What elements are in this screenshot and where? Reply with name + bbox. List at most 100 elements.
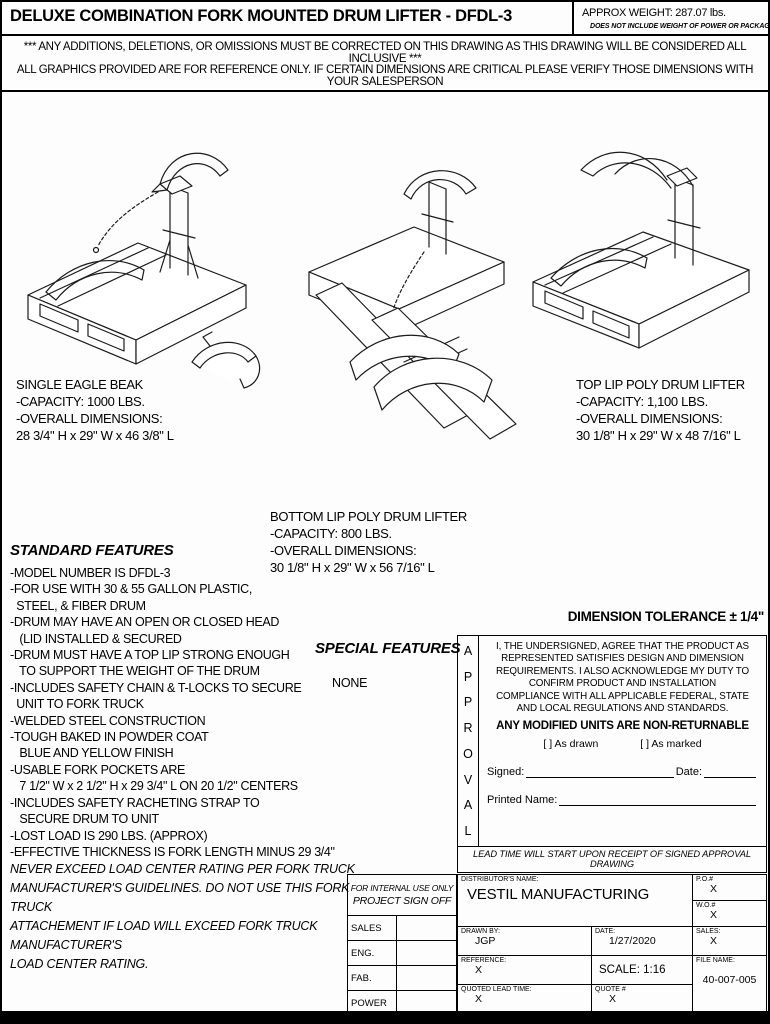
as-marked-checkbox[interactable]: [ ] As marked bbox=[640, 738, 702, 751]
signed-label: Signed: bbox=[487, 766, 525, 779]
caption-title: BOTTOM LIP POLY DRUM LIFTER bbox=[270, 509, 467, 524]
quote-label: QUOTE # bbox=[595, 986, 626, 993]
caption-line: -OVERALL DIMENSIONS: bbox=[270, 543, 417, 558]
sign-off-label-sales: SALES bbox=[348, 916, 397, 940]
date-cell: DATE: 1/27/2020 bbox=[592, 927, 693, 956]
approval-statement-line: COMPLIANCE WITH ALL APPLICABLE FEDERAL, … bbox=[496, 690, 749, 702]
notice-line-1: *** ANY ADDITIONS, DELETIONS, OR OMISSIO… bbox=[23, 41, 747, 65]
caption-line: -CAPACITY: 1,100 LBS. bbox=[576, 394, 708, 409]
feature-line: -TOUGH BAKED IN POWDER COAT bbox=[10, 730, 209, 745]
sign-off-label-eng: ENG. bbox=[348, 941, 397, 965]
special-features-value: NONE bbox=[332, 676, 368, 690]
date-value: 1/27/2020 bbox=[609, 935, 656, 947]
special-features-heading: SPECIAL FEATURES bbox=[315, 640, 461, 657]
standard-features-heading: STANDARD FEATURES bbox=[10, 542, 174, 559]
top-lip-drum-lifter-drawing bbox=[532, 151, 750, 349]
company-name: VESTIL MANUFACTURING bbox=[467, 886, 650, 903]
feature-line: -LOST LOAD IS 290 LBS. (APPROX) bbox=[10, 828, 208, 843]
dimension-tolerance: DIMENSION TOLERANCE ± 1/4" bbox=[567, 609, 765, 624]
notice-line-2: ALL GRAPHICS PROVIDED ARE FOR REFERENCE … bbox=[16, 64, 754, 88]
standard-features-list: -MODEL NUMBER IS DFDL-3-FOR USE WITH 30 … bbox=[10, 565, 335, 860]
notice-rule bbox=[2, 90, 768, 92]
approval-statement-line: CONFIRM PRODUCT AND INSTALLATION bbox=[528, 678, 717, 690]
quoted-lead-time-cell: QUOTED LEAD TIME: X bbox=[458, 985, 592, 1015]
feature-line: UNIT TO FORK TRUCK bbox=[10, 697, 144, 712]
internal-use-title-line2: PROJECT SIGN OFF bbox=[352, 895, 452, 907]
caption-lines: -CAPACITY: 800 LBS.-OVERALL DIMENSIONS:3… bbox=[270, 525, 467, 576]
sales-cell: SALES: X bbox=[693, 927, 766, 956]
feature-line: BLUE AND YELLOW FINISH bbox=[10, 746, 174, 761]
drawn-by-cell: DRAWN BY: JGP bbox=[458, 927, 592, 956]
feature-line: -DRUM MAY HAVE AN OPEN OR CLOSED HEAD bbox=[10, 615, 280, 630]
internal-use-table: FOR INTERNAL USE ONLY PROJECT SIGN OFF S… bbox=[347, 874, 457, 1016]
caption-single-eagle-beak: SINGLE EAGLE BEAK -CAPACITY: 1000 LBS.-O… bbox=[16, 376, 174, 444]
caption-line: -OVERALL DIMENSIONS: bbox=[16, 411, 163, 426]
sign-off-blank-fab[interactable] bbox=[397, 966, 456, 990]
feature-line: -EFFECTIVE THICKNESS IS FORK LENGTH MINU… bbox=[10, 844, 335, 859]
approval-statement-line: REQUIREMENTS. I ALSO ACKNOWLEDGE MY DUTY… bbox=[495, 665, 750, 677]
file-name-value: 40-007-005 bbox=[702, 974, 757, 986]
drawn-by-value: JGP bbox=[475, 935, 496, 947]
distributor-cell: DISTRIBUTOR'S NAME: VESTIL MANUFACTURING bbox=[458, 875, 693, 927]
caption-lines: -CAPACITY: 1,100 LBS.-OVERALL DIMENSIONS… bbox=[576, 393, 745, 444]
caption-line: -CAPACITY: 800 LBS. bbox=[270, 526, 392, 541]
load-center-warning: NEVER EXCEED LOAD CENTER RATING PER FORK… bbox=[10, 860, 355, 974]
caption-title: TOP LIP POLY DRUM LIFTER bbox=[576, 377, 745, 392]
lead-time-note: LEAD TIME WILL START UPON RECEIPT OF SIG… bbox=[458, 846, 766, 872]
sales-value: X bbox=[710, 935, 718, 947]
po-value: X bbox=[710, 883, 718, 895]
drawn-by-label: DRAWN BY: bbox=[461, 928, 501, 935]
warning-line: MANUFACTURER'S GUIDELINES. DO NOT USE TH… bbox=[10, 881, 350, 914]
file-name-cell: FILE NAME: 40-007-005 bbox=[693, 956, 766, 1015]
feature-line: (LID INSTALLED & SECURED bbox=[10, 631, 182, 646]
approval-statement-line: REPRESENTED SATISFIES DESIGN AND DIMENSI… bbox=[501, 653, 744, 665]
quote-value: X bbox=[609, 993, 617, 1005]
reference-cell: REFERENCE: X bbox=[458, 956, 592, 985]
reference-label: REFERENCE: bbox=[461, 957, 507, 964]
bottom-lip-drum-lifter-drawing bbox=[308, 170, 517, 440]
scale-value: SCALE: 1:16 bbox=[599, 964, 666, 976]
page-title: DELUXE COMBINATION FORK MOUNTED DRUM LIF… bbox=[10, 7, 512, 25]
caption-line: 30 1/8" H x 29" W x 48 7/16" L bbox=[576, 428, 741, 443]
caption-lines: -CAPACITY: 1000 LBS.-OVERALL DIMENSIONS:… bbox=[16, 393, 174, 444]
title-block: DISTRIBUTOR'S NAME: VESTIL MANUFACTURING… bbox=[457, 874, 767, 1016]
warning-line: LOAD CENTER RATING. bbox=[10, 957, 149, 971]
feature-line: SECURE DRUM TO UNIT bbox=[10, 812, 159, 827]
weight-note: DOES NOT INCLUDE WEIGHT OF POWER OR PACK… bbox=[590, 23, 770, 30]
po-label: P.O.# bbox=[696, 876, 713, 883]
internal-use-title-line1: FOR INTERNAL USE ONLY bbox=[350, 883, 454, 893]
table-row: SALES bbox=[348, 916, 456, 941]
approval-checkboxes: [ ] As drawn [ ] As marked bbox=[487, 738, 758, 750]
wo-value: X bbox=[710, 909, 718, 921]
printed-name-line[interactable] bbox=[559, 794, 756, 807]
sign-off-blank-eng[interactable] bbox=[397, 941, 456, 965]
sign-off-blank-sales[interactable] bbox=[397, 916, 456, 940]
date-label: Date: bbox=[675, 766, 702, 779]
feature-line: -DRUM MUST HAVE A TOP LIP STRONG ENOUGH bbox=[10, 648, 290, 663]
approx-weight: APPROX WEIGHT: 287.07 lbs. bbox=[582, 7, 726, 19]
quoted-lead-time-value: X bbox=[475, 993, 483, 1005]
feature-line: 7 1/2" W x 2 1/2" H x 29 3/4" L ON 20 1/… bbox=[10, 779, 298, 794]
sales-label: SALES: bbox=[696, 928, 721, 935]
table-row: ENG. bbox=[348, 941, 456, 966]
feature-line: -INCLUDES SAFETY RACHETING STRAP TO bbox=[10, 795, 260, 810]
printed-name-row: Printed Name: bbox=[487, 794, 758, 807]
po-cell: P.O.# X bbox=[693, 875, 766, 901]
approval-statement: I, THE UNDERSIGNED, AGREE THAT THE PRODU… bbox=[487, 641, 758, 715]
non-returnable-note: ANY MODIFIED UNITS ARE NON-RETURNABLE bbox=[496, 720, 749, 733]
file-name-label: FILE NAME: bbox=[696, 957, 735, 964]
header-rule bbox=[2, 34, 768, 36]
date-line[interactable] bbox=[704, 766, 756, 779]
feature-line: -USABLE FORK POCKETS ARE bbox=[10, 762, 185, 777]
feature-line: -FOR USE WITH 30 & 55 GALLON PLASTIC, bbox=[10, 582, 252, 597]
caption-bottom-lip: BOTTOM LIP POLY DRUM LIFTER -CAPACITY: 8… bbox=[270, 508, 467, 576]
bottom-scan-bar bbox=[2, 1011, 768, 1022]
table-row: FAB. bbox=[348, 966, 456, 991]
as-drawn-checkbox[interactable]: [ ] As drawn bbox=[543, 738, 599, 751]
distributor-label: DISTRIBUTOR'S NAME: bbox=[461, 876, 539, 883]
signed-line[interactable] bbox=[526, 766, 674, 779]
approval-statement-line: AND LOCAL REGULATIONS AND STANDARDS. bbox=[516, 703, 729, 715]
